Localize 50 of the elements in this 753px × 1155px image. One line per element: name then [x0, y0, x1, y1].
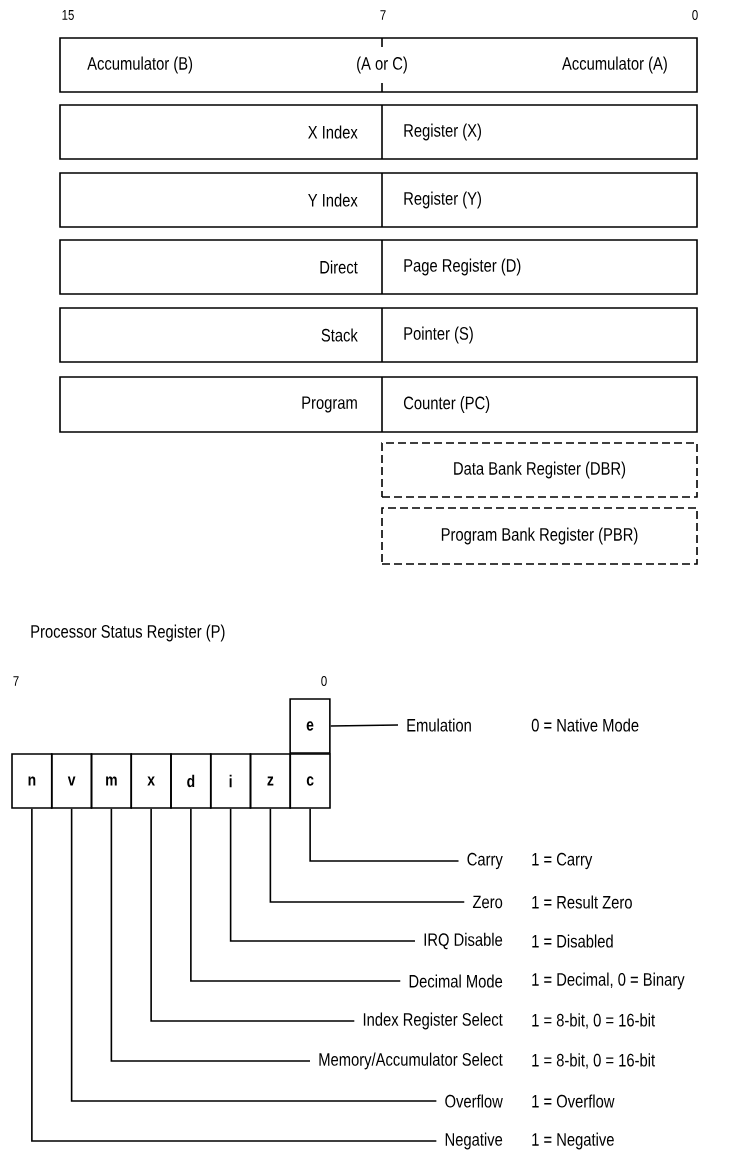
leader-line: [309, 808, 460, 862]
leader-line: [190, 808, 402, 982]
register-box: Accumulator (B) (A or C) Accumulator (A): [59, 37, 698, 93]
flag-cell: c: [289, 753, 331, 809]
bit-number: 0: [321, 676, 327, 686]
flag-value: 1 = 8-bit, 0 = 16-bit: [532, 1053, 655, 1069]
flag-value: 1 = Overflow: [532, 1094, 615, 1108]
flag-name: Overflow: [445, 1094, 503, 1108]
flag-name: Memory/Accumulator Select: [319, 1052, 503, 1070]
leader-line: [329, 724, 399, 727]
flag-value: 1 = Disabled: [532, 934, 613, 948]
flag-cell: m: [90, 753, 133, 809]
flag-value: 1 = Decimal, 0 = Binary: [532, 972, 685, 990]
leader-line: [31, 808, 438, 1142]
leader-line: [70, 808, 438, 1102]
register-box: Direct Page Register (D): [59, 239, 698, 295]
bit-number: 0: [692, 10, 698, 20]
register-box: X Index Register (X): [59, 104, 698, 160]
flag-value: 1 = Carry: [532, 852, 593, 870]
leader-line: [269, 808, 466, 903]
register-box: Y Index Register (Y): [59, 172, 698, 228]
flag-name: Zero: [472, 895, 503, 909]
register-box: Program Counter (PC): [59, 376, 698, 433]
flag-cell: v: [50, 753, 93, 809]
flag-name: Decimal Mode: [409, 974, 503, 988]
flag-cell: z: [249, 753, 292, 809]
bit-number: 7: [13, 676, 19, 686]
flag-value: 1 = Negative: [532, 1132, 614, 1150]
flag-name: IRQ Disable: [424, 932, 503, 950]
register-box: Stack Pointer (S): [59, 307, 698, 363]
leader-line: [229, 808, 416, 942]
flag-cell: e: [289, 698, 331, 754]
bit-number: 7: [380, 10, 386, 20]
flag-cell: n: [11, 753, 53, 809]
flag-cell: i: [209, 753, 252, 809]
flag-value: 1 = Result Zero: [532, 895, 632, 909]
flag-value: 0 = Native Mode: [531, 718, 639, 732]
flag-name: Carry: [467, 852, 503, 870]
flag-cell: d: [170, 753, 212, 809]
leader-line: [110, 808, 311, 1062]
register-box: Program Bank Register (PBR): [381, 507, 698, 565]
bit-number: 15: [62, 10, 74, 20]
flag-name: Index Register Select: [363, 1012, 503, 1030]
flag-cell: x: [130, 753, 172, 809]
section-heading: Processor Status Register (P): [31, 624, 225, 642]
register-box: Data Bank Register (DBR): [381, 442, 698, 498]
flag-name: Negative: [445, 1132, 503, 1150]
flag-value: 1 = 8-bit, 0 = 16-bit: [532, 1013, 655, 1029]
flag-name: Emulation: [407, 718, 471, 732]
leader-line: [150, 808, 356, 1022]
